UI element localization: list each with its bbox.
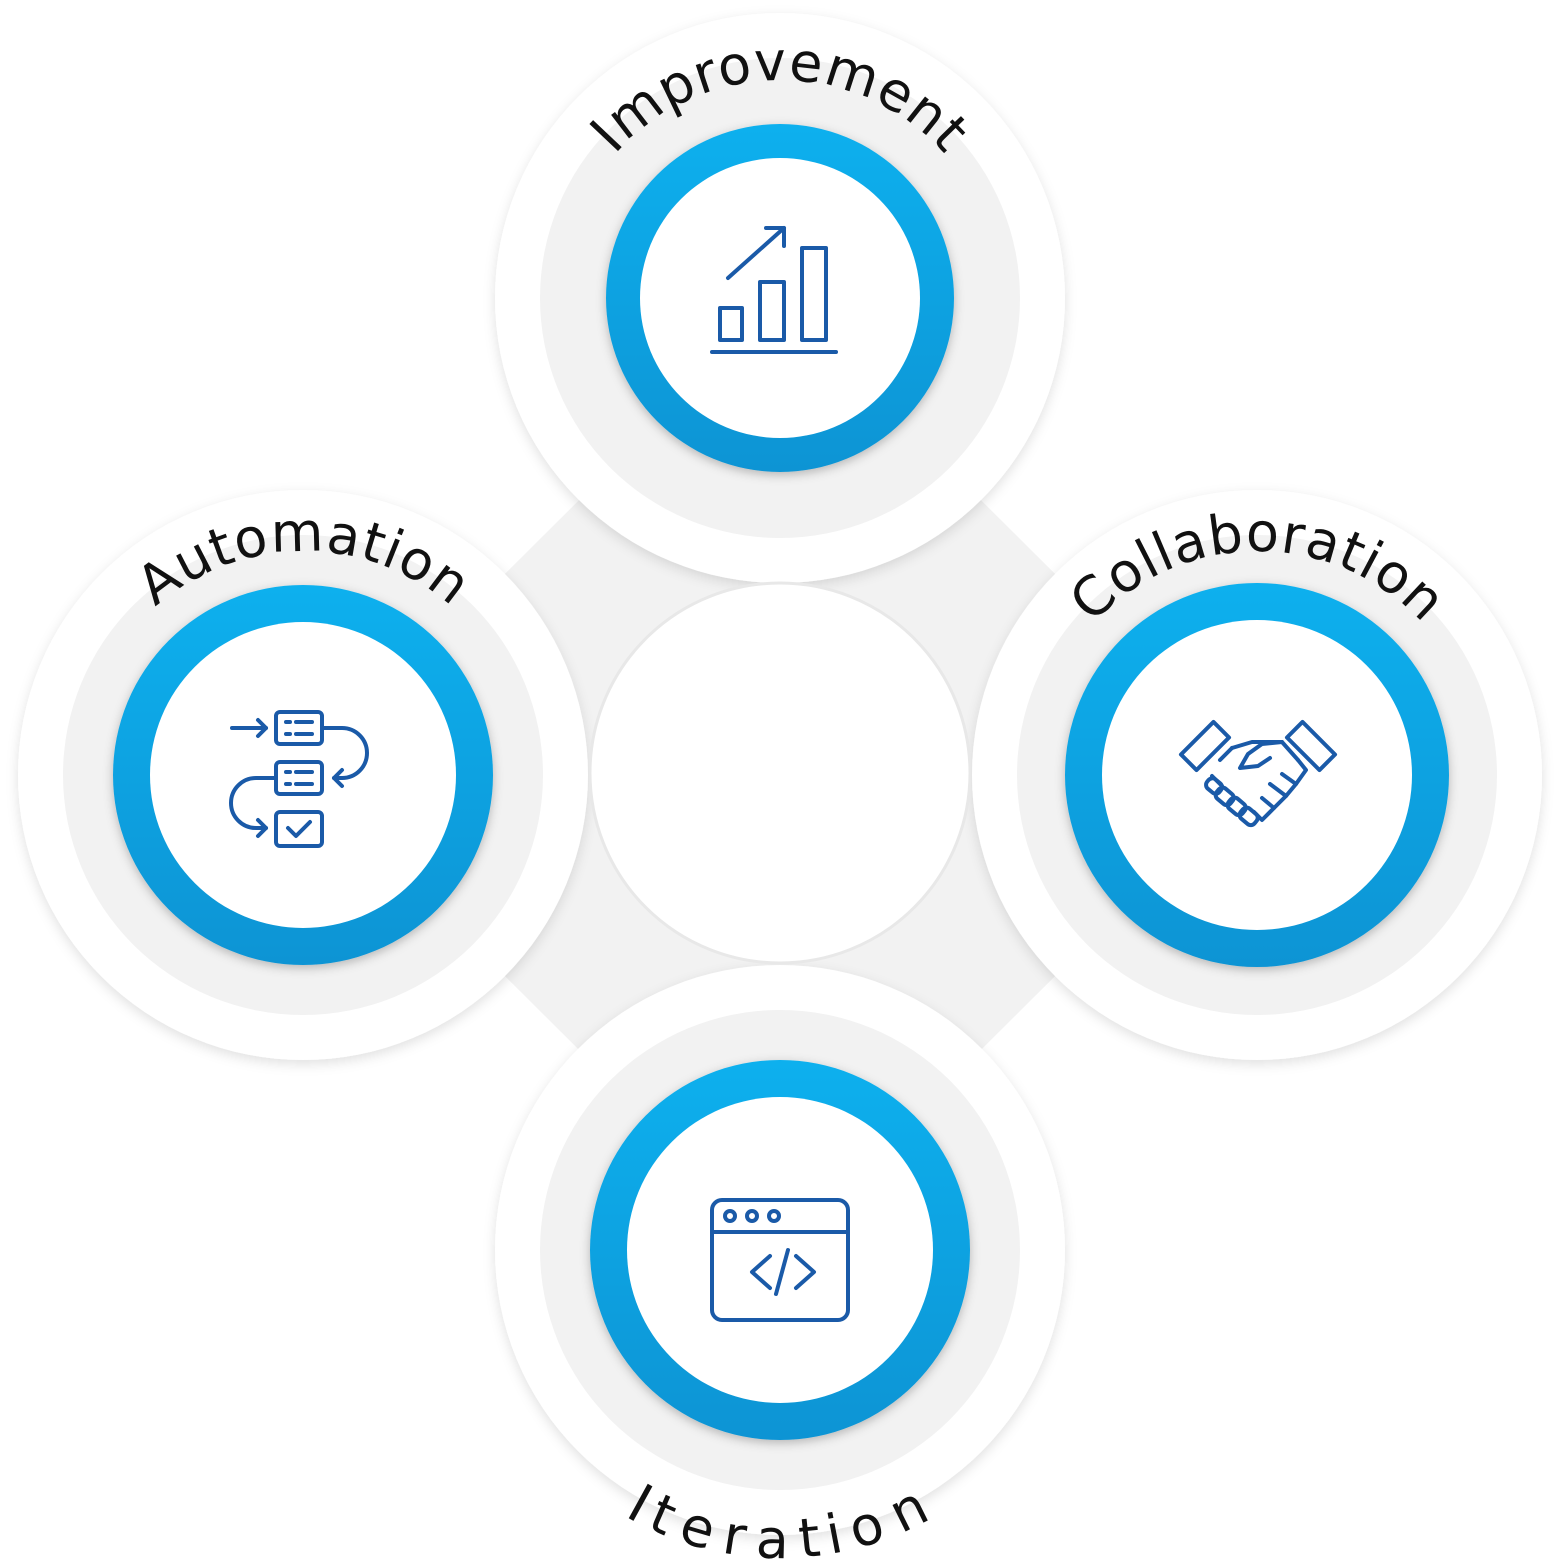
ring-left [113,585,493,965]
ring-bottom [590,1060,970,1440]
code-window-icon [710,1198,850,1322]
bar-chart-growth-icon [710,226,838,354]
blue-rings [113,124,1449,1440]
workflow-icon [229,710,369,848]
ring-right [1065,583,1449,967]
center-hub [588,581,972,965]
ring-top [606,124,954,472]
handshake-icon [1178,719,1338,828]
